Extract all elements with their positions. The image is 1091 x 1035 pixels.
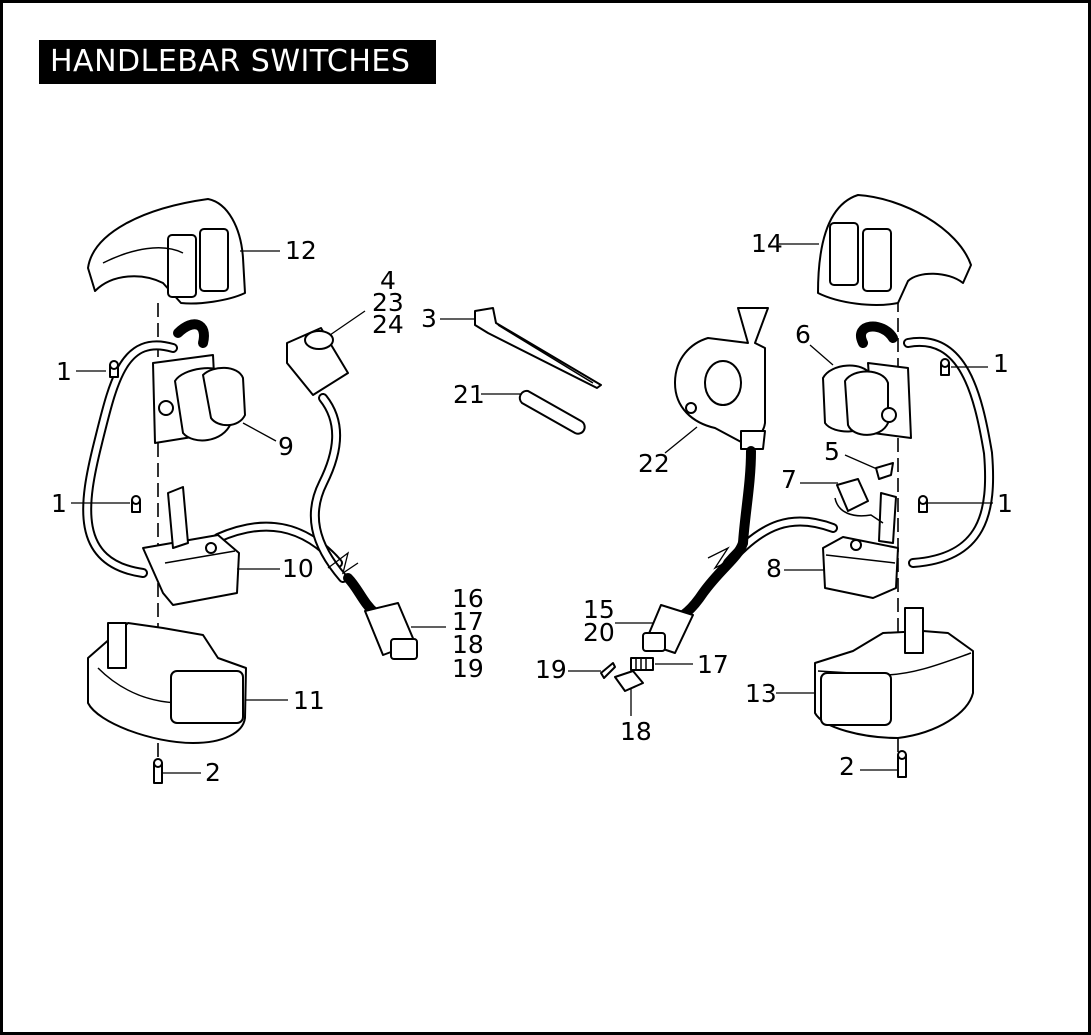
callout-2b: 2	[839, 752, 855, 781]
callout-19b: 19	[535, 655, 567, 684]
right-switch-assembly	[600, 194, 995, 778]
callout-labels: 12 1 9 1 10 11 2 4 23 24 3 21 16 17 18 1…	[51, 229, 1013, 787]
callout-24: 24	[372, 310, 404, 339]
diagram-title: HANDLEBAR SWITCHES	[39, 40, 436, 84]
callout-4: 4	[380, 266, 396, 295]
upper-switch-housing-left	[87, 198, 246, 305]
callout-1a: 1	[56, 357, 72, 386]
callout-13: 13	[745, 679, 777, 708]
callout-12: 12	[285, 236, 317, 265]
connector-16	[364, 602, 418, 660]
screw-1c	[940, 358, 950, 376]
screw-1b	[131, 495, 141, 513]
callout-2a: 2	[205, 758, 221, 787]
left-switch-assembly	[82, 198, 602, 784]
screw-1d	[918, 495, 928, 513]
cable-strap-3	[474, 307, 602, 389]
callout-7: 7	[781, 465, 797, 494]
callout-15: 15	[583, 595, 615, 624]
terminal-pins-17	[630, 657, 654, 671]
screw-2b	[897, 750, 907, 778]
callout-1d: 1	[997, 489, 1013, 518]
screw-1a	[109, 360, 119, 378]
callout-16: 16	[452, 584, 484, 613]
callout-8: 8	[766, 554, 782, 583]
leader-lines	[71, 243, 993, 774]
callout-22: 22	[638, 449, 670, 478]
lower-switch-block-right	[822, 492, 899, 599]
callout-10: 10	[282, 554, 314, 583]
sleeve-21	[518, 389, 586, 435]
callout-14: 14	[751, 229, 783, 258]
callout-11: 11	[293, 686, 325, 715]
exploded-parts-diagram: 12 1 9 1 10 11 2 4 23 24 3 21 16 17 18 1…	[51, 194, 1013, 787]
upper-switch-housing-right	[817, 194, 972, 306]
callout-21: 21	[453, 380, 485, 409]
lower-switch-housing-left	[87, 622, 247, 744]
upper-switch-block-right	[822, 362, 912, 439]
callout-1c: 1	[993, 349, 1009, 378]
callout-6: 6	[795, 320, 811, 349]
lower-switch-housing-right	[814, 607, 974, 739]
callout-17b: 17	[697, 650, 729, 679]
upper-switch-block-left	[152, 354, 246, 444]
callout-9: 9	[278, 432, 294, 461]
clip-5	[875, 462, 894, 480]
relay-7	[834, 478, 884, 524]
grip-housing-22	[663, 307, 769, 628]
seal-18	[614, 670, 644, 692]
callout-17a: 17	[452, 607, 484, 636]
callout-18a: 18	[452, 630, 484, 659]
callout-1b: 1	[51, 489, 67, 518]
pin-19	[600, 662, 616, 679]
callout-20: 20	[583, 618, 615, 647]
callout-19a: 19	[452, 654, 484, 683]
switch-cap-4	[286, 327, 349, 583]
screw-2a	[153, 758, 163, 784]
connector-15	[642, 604, 694, 654]
callout-18b: 18	[620, 717, 652, 746]
callout-5: 5	[824, 437, 840, 466]
lower-switch-block-left	[142, 486, 240, 606]
callout-3: 3	[421, 304, 437, 333]
callout-23: 23	[372, 288, 404, 317]
